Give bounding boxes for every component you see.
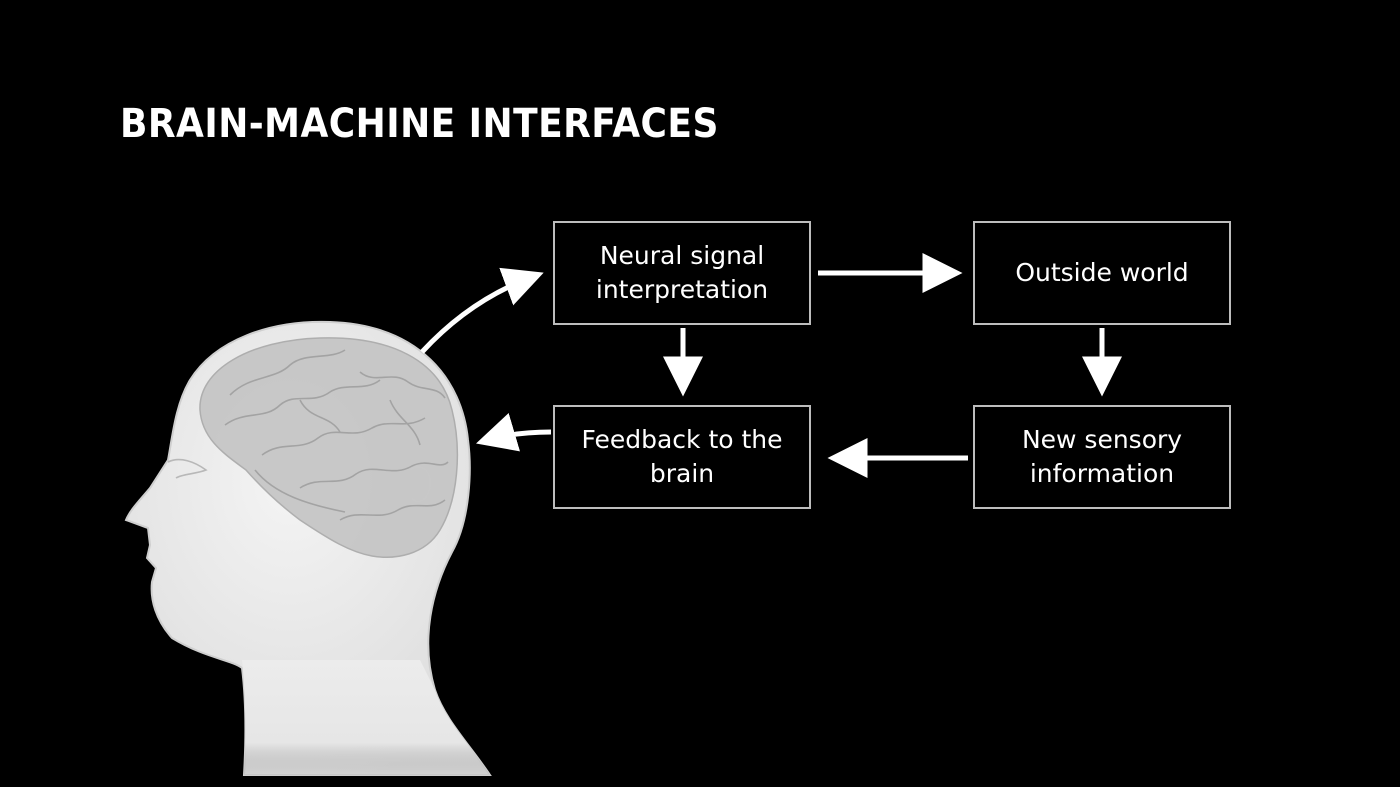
node-outside-world: Outside world: [973, 221, 1231, 325]
node-label: New sensory information: [1021, 425, 1183, 488]
node-label: Outside world: [1015, 258, 1189, 287]
brain-folds: [224, 349, 449, 521]
node-neural-signal-interpretation: Neural signal interpretation: [553, 221, 811, 325]
ear-detail: [409, 466, 431, 503]
node-new-sensory-information: New sensory information: [973, 405, 1231, 509]
eye-detail: [167, 458, 208, 479]
neck-shading: [242, 660, 490, 775]
node-feedback-to-the-brain: Feedback to the brain: [553, 405, 811, 509]
slide-title: BRAIN-MACHINE INTERFACES: [120, 101, 719, 147]
arrow-brain-to-neural: [420, 267, 544, 354]
brain-shape: [199, 337, 459, 558]
node-label: Feedback to the brain: [581, 425, 783, 488]
arrow-feedback-to-brain: [476, 413, 552, 452]
node-label: Neural signal interpretation: [595, 241, 769, 304]
